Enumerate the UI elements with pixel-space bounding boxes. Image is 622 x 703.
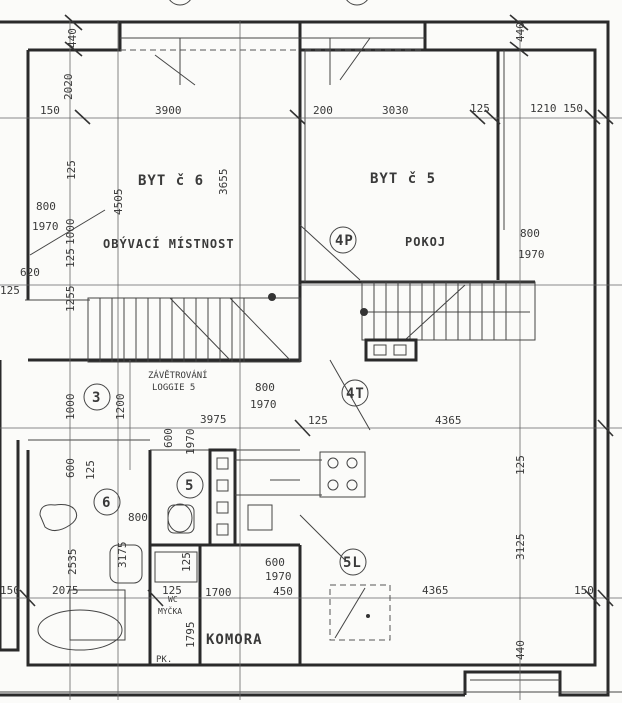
- marker-5l: 5L: [343, 555, 362, 571]
- loggia-label-2: LOGGIE 5: [152, 383, 195, 393]
- dim: 4365: [435, 414, 462, 427]
- dim: 125: [65, 160, 78, 180]
- dishwasher-label: WC: [168, 595, 178, 604]
- dim: 1210 150: [530, 102, 583, 115]
- chimney: [208, 448, 237, 547]
- dim: 800: [520, 227, 540, 240]
- dishwasher-label-2: MYČKA: [158, 605, 182, 616]
- marker-4t: 4T: [346, 386, 365, 402]
- dim: 4365: [422, 584, 449, 597]
- dim: 1970: [32, 220, 59, 233]
- dim: 2535: [66, 549, 79, 576]
- dim: 800: [36, 200, 56, 213]
- marker-4p: 4P: [335, 233, 354, 249]
- dim: 1970: [518, 248, 545, 261]
- flat6-title: BYT č 6: [138, 173, 204, 189]
- dim: 125: [162, 584, 182, 597]
- marker-3: 3: [92, 390, 101, 406]
- dim: 125: [180, 552, 193, 572]
- dim: 1795: [184, 622, 197, 649]
- dim: 1700: [205, 586, 232, 599]
- flat5-title: BYT č 5: [370, 171, 436, 187]
- marker-6: 6: [102, 495, 111, 511]
- dim: 3655: [217, 169, 230, 196]
- dim: 1255: [64, 286, 77, 313]
- dim: 1000: [64, 219, 77, 246]
- dim: 440: [66, 28, 79, 48]
- dim: 600: [265, 556, 285, 569]
- staircase-right: [360, 281, 536, 362]
- dim: 150: [574, 584, 594, 597]
- outer-walls: [0, 20, 622, 697]
- dim: 3030: [382, 104, 409, 117]
- dim: 600: [162, 428, 175, 448]
- dim: 3175: [116, 542, 129, 569]
- dim: 125: [0, 284, 20, 297]
- staircase-left: [87, 293, 301, 363]
- kitchen-stove: [235, 451, 366, 531]
- dim: 1970: [184, 429, 197, 456]
- dim: 4505: [112, 189, 125, 216]
- dim: 800: [128, 511, 148, 524]
- dimension-lines: [0, 14, 622, 700]
- dim: 600: [64, 458, 77, 478]
- dim: 125: [308, 414, 328, 427]
- dim: 125: [84, 460, 97, 480]
- dim: 3125: [514, 534, 527, 561]
- dim: 2020: [62, 74, 75, 101]
- dimension-labels: 440 440 2020 150 3900 200 3030 125 1210 …: [0, 22, 594, 660]
- flat6-room: OBÝVACÍ MÍSTNOST: [103, 236, 235, 251]
- storage-label: KOMORA: [206, 632, 263, 648]
- dim: 150: [0, 584, 20, 597]
- dim: 125: [64, 248, 77, 268]
- dim: 3900: [155, 104, 182, 117]
- pk-label: PK.: [156, 655, 172, 665]
- dim: 125: [470, 102, 490, 115]
- dim: 440: [514, 22, 527, 42]
- marker-5: 5: [185, 478, 194, 494]
- dim: 1000: [64, 394, 77, 421]
- stair-post: [268, 293, 276, 301]
- dim: 3975: [200, 413, 227, 426]
- dim: 2075: [52, 584, 79, 597]
- dim: 200: [313, 104, 333, 117]
- dim: 150: [40, 104, 60, 117]
- dim: 620: [20, 266, 40, 279]
- dim: 1970: [265, 570, 292, 583]
- loggia-label: ZÁVĚTROVÁNÍ: [148, 369, 208, 381]
- dim: 450: [273, 585, 293, 598]
- section-markers: [83, 0, 369, 576]
- dim: 125: [514, 455, 527, 475]
- flat5-room: POKOJ: [405, 235, 446, 249]
- bathroom-fixtures: [37, 503, 391, 651]
- dim: 800: [255, 381, 275, 394]
- dim: 1200: [114, 394, 127, 421]
- dim: 1970: [250, 398, 277, 411]
- dim: 440: [514, 640, 527, 660]
